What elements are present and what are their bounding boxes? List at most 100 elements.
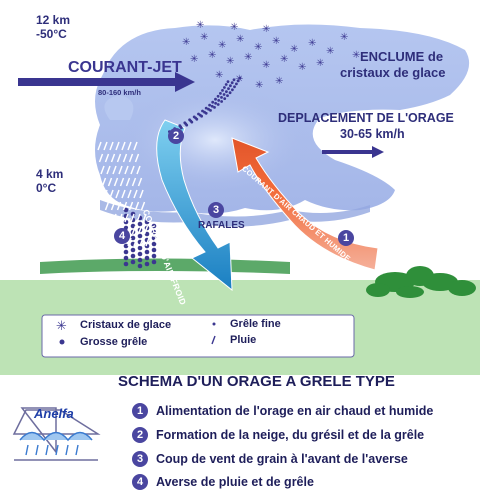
anvil-label-line1: ENCLUME de — [360, 49, 444, 64]
large-hail — [144, 249, 150, 255]
badge-4: 4 — [114, 228, 130, 244]
small-hail — [216, 103, 220, 106]
rain-streak — [133, 189, 138, 199]
rain-streak — [122, 201, 128, 211]
ice-crystal: ✳ — [308, 38, 316, 49]
diagram-title: SCHEMA D'UN ORAGE A GRELE TYPE — [118, 373, 395, 390]
large-hail — [123, 255, 129, 261]
rain-streak — [118, 165, 123, 175]
small-hail — [223, 86, 226, 89]
small-hail — [228, 91, 232, 95]
badge-1: 1 — [338, 230, 354, 246]
small-hail — [220, 96, 223, 99]
rain-streaks — [97, 141, 150, 247]
list-item-3: Coup de vent de grain à l'avant de l'ave… — [156, 452, 408, 466]
rain-streak — [127, 141, 132, 151]
ice-crystals: ✳✳✳✳✳✳✳✳✳✳✳✳✳✳✳✳✳✳✳✳✳✳✳✳✳✳ — [182, 20, 360, 91]
large-hail — [130, 223, 136, 229]
rain-streak — [116, 201, 122, 211]
rain-streak — [104, 201, 110, 211]
large-hail — [130, 235, 136, 241]
large-hail — [137, 263, 143, 269]
large-hail — [137, 257, 143, 263]
large-hail — [144, 261, 150, 267]
cloud-core — [120, 85, 310, 195]
badge-3: 3 — [208, 202, 224, 218]
large-hail — [151, 229, 157, 235]
legend-rain-symbol — [211, 335, 216, 345]
rain-streak — [134, 153, 140, 163]
jet-stream-label: COURANT-JET — [68, 59, 182, 76]
rain-streak — [100, 165, 105, 175]
large-hail — [137, 233, 143, 239]
altitude-top-km: 12 km — [36, 13, 71, 27]
rain-streak — [142, 213, 147, 223]
rain-streak — [115, 189, 120, 199]
small-hail — [211, 100, 215, 104]
rain-streak — [127, 237, 132, 247]
ice-crystal: ✳ — [236, 34, 244, 45]
rain-streak — [109, 189, 114, 199]
ice-crystal: ✳ — [200, 32, 208, 43]
list-item-4: Averse de pluie et de grêle — [156, 475, 314, 489]
small-hail — [209, 109, 212, 112]
rain-streak — [133, 141, 138, 151]
small-hail — [216, 94, 220, 98]
rain-streak — [134, 201, 140, 211]
ice-crystal: ✳ — [254, 42, 262, 53]
rain-streak — [124, 213, 129, 223]
rain-streak — [139, 189, 144, 199]
rain-streak — [128, 201, 134, 211]
ice-crystal: ✳ — [262, 60, 270, 71]
rain-streak — [119, 177, 125, 187]
ice-crystal: ✳ — [340, 32, 348, 43]
rain-streak — [110, 153, 116, 163]
list-item-1: Alimentation de l'orage en air chaud et … — [156, 404, 434, 418]
rain-streak — [130, 165, 135, 175]
ice-crystal: ✳ — [298, 62, 306, 73]
small-hail — [229, 84, 232, 88]
movement-arrow — [322, 146, 384, 158]
svg-text:✳: ✳ — [56, 319, 67, 334]
rain-streak — [118, 213, 123, 223]
rain-streak — [113, 177, 119, 187]
legend-small-hail-symbol — [212, 322, 216, 326]
small-hail — [226, 80, 230, 83]
anelfa-logo — [12, 407, 101, 461]
small-hail — [223, 97, 227, 100]
small-hail — [224, 83, 228, 86]
small-hail — [220, 100, 224, 103]
ice-crystal: ✳ — [255, 80, 263, 91]
ice-crystal: ✳ — [230, 22, 238, 33]
small-hail — [222, 93, 226, 96]
cloud-bubble-left — [104, 95, 134, 120]
rain-streak — [109, 141, 114, 151]
rain-streak — [109, 237, 114, 247]
altitude-mid-temp: 0°C — [36, 181, 57, 195]
rain-streak — [143, 225, 149, 235]
large-hail — [151, 241, 157, 247]
large-hail — [151, 247, 157, 253]
rain-streak — [124, 165, 129, 175]
small-hail — [231, 88, 234, 92]
rain-streak — [110, 201, 116, 211]
rain-streak — [103, 141, 108, 151]
rain-streak — [101, 177, 107, 187]
rain-streak — [106, 213, 111, 223]
large-hail — [130, 247, 136, 253]
rain-streak — [106, 165, 111, 175]
rain-streak — [122, 153, 128, 163]
ice-crystal: ✳ — [275, 76, 283, 87]
rain-streak — [127, 189, 132, 199]
small-hail — [219, 92, 222, 95]
small-hail — [214, 101, 218, 105]
list-item-2: Formation de la neige, du grésil et de l… — [156, 428, 425, 442]
small-hail — [208, 103, 212, 107]
ice-crystal: ✳ — [235, 74, 243, 85]
large-hail — [151, 259, 157, 265]
small-hail — [225, 90, 228, 93]
cold-air-arrow — [156, 119, 233, 292]
ice-crystal: ✳ — [208, 50, 216, 61]
rain-streak — [103, 189, 108, 199]
